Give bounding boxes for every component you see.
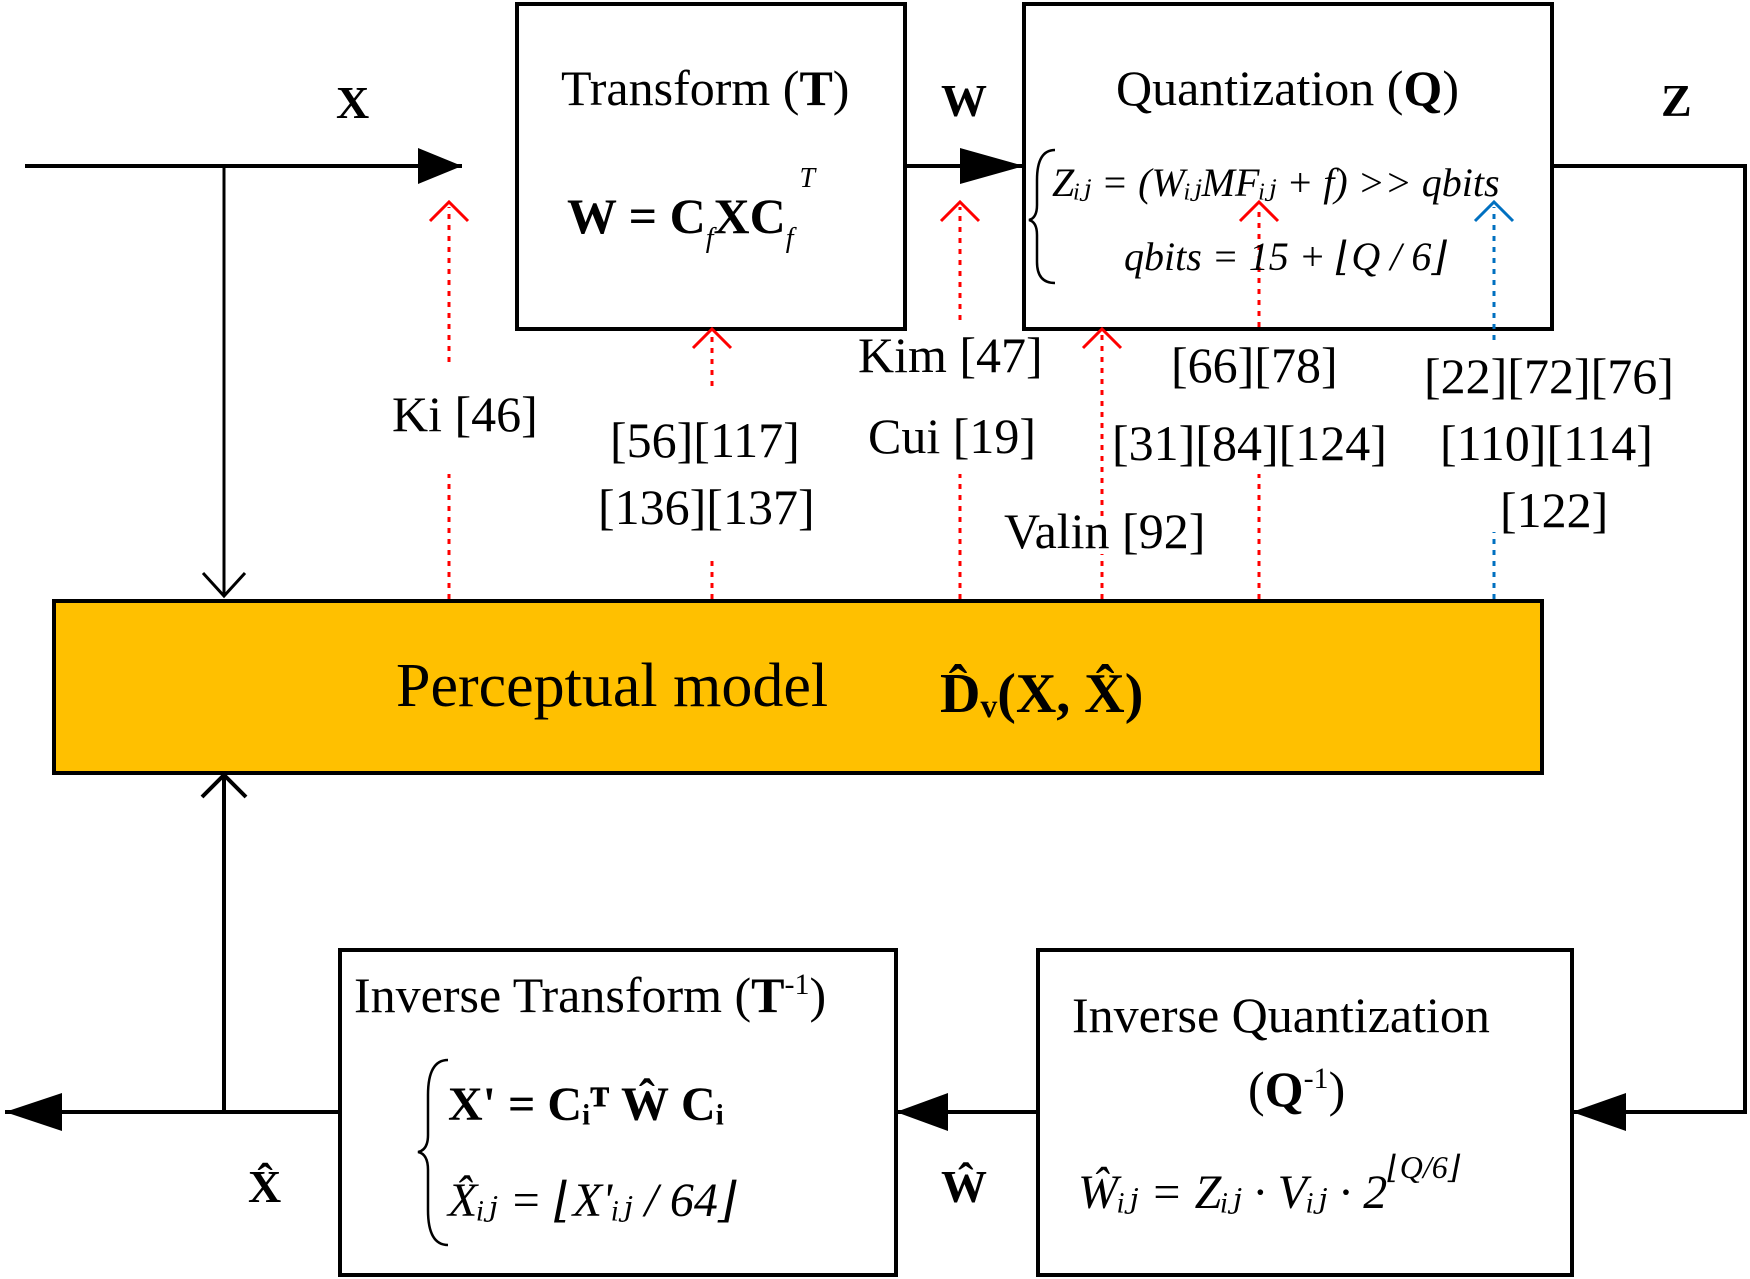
inverse-transform-equation-1: X' = Cᵢᵀ Ŵ Cᵢ bbox=[448, 1077, 724, 1131]
arrowhead-icon bbox=[939, 199, 981, 223]
inverse-quantization-equation: Ŵᵢⱼ = Zᵢⱼ · Vᵢⱼ · 2⌊Q/6⌋ bbox=[1078, 1149, 1461, 1219]
arrow-output bbox=[5, 1093, 62, 1131]
arrow-into-inverse-transform bbox=[896, 1093, 948, 1131]
signal-x-hat-label: X̂ bbox=[248, 1161, 281, 1212]
inverse-quantization-symbol: (Q-1) bbox=[1248, 1061, 1345, 1117]
ref-transform-1: [56][117] bbox=[610, 412, 800, 468]
transform-equation: W = CfXCfT bbox=[567, 163, 818, 254]
quantization-equation-1: Zᵢⱼ = (WᵢⱼMFᵢⱼ + f) >> qbits bbox=[1052, 160, 1500, 205]
arrowhead-icon bbox=[428, 199, 470, 223]
arrowhead-icon bbox=[691, 326, 733, 350]
open-arrow-into-perceptual-top bbox=[201, 571, 247, 599]
transform-title: Transform (T) bbox=[561, 60, 849, 116]
inverse-transform-brace bbox=[417, 1058, 449, 1247]
perceptual-model-label: Perceptual model bbox=[396, 652, 828, 720]
quantization-title: Quantization (Q) bbox=[1116, 60, 1459, 116]
ref-blue-1: [22][72][76] bbox=[1424, 348, 1674, 404]
quantization-block bbox=[1022, 2, 1554, 331]
arrowhead-icon bbox=[1081, 326, 1123, 350]
ref-quant-2: [31][84][124] bbox=[1112, 415, 1387, 471]
ref-cui: Cui [19] bbox=[868, 408, 1036, 464]
quantization-brace bbox=[1028, 148, 1056, 285]
inverse-transform-title: Inverse Transform (T-1) bbox=[354, 967, 826, 1023]
inverse-transform-block bbox=[338, 948, 898, 1277]
arrowhead-icon bbox=[1473, 199, 1515, 223]
quantization-equation-2: qbits = 15 + ⌊Q / 6⌋ bbox=[1124, 234, 1447, 279]
perceptual-model-formula: D̂ᵥ(X, X̂) bbox=[940, 663, 1143, 725]
arrow-into-quantization bbox=[960, 148, 1024, 184]
transform-block bbox=[515, 2, 907, 331]
ref-ki: Ki [46] bbox=[392, 386, 538, 442]
ref-valin: Valin [92] bbox=[1004, 503, 1205, 559]
z-line bbox=[1552, 164, 1747, 1114]
signal-x-label: X bbox=[336, 77, 369, 128]
arrow-into-inverse-quantization bbox=[1572, 1093, 1626, 1131]
inverse-quantization-block bbox=[1036, 948, 1574, 1277]
ref-transform-2: [136][137] bbox=[598, 479, 815, 535]
signal-w-label: W bbox=[941, 75, 987, 126]
ref-blue-2: [110][114] bbox=[1440, 415, 1653, 471]
signal-z-label: Z bbox=[1661, 75, 1692, 126]
perceptual-model-block bbox=[52, 599, 1544, 775]
blue-feedback-arrow bbox=[1473, 199, 1515, 599]
red-arrowheads bbox=[428, 199, 1280, 350]
ref-quant-1: [66][78] bbox=[1171, 337, 1338, 393]
inverse-quantization-title: Inverse Quantization bbox=[1072, 987, 1490, 1043]
signal-w-hat-label: Ŵ bbox=[941, 1161, 987, 1212]
inverse-transform-equation-2: X̂ᵢⱼ = ⌊X'ᵢⱼ / 64⌋ bbox=[446, 1173, 737, 1227]
red-feedback-arrows bbox=[447, 207, 1261, 599]
arrowhead-icon bbox=[1238, 199, 1280, 223]
ref-kim: Kim [47] bbox=[858, 327, 1043, 383]
arrow-into-transform bbox=[418, 148, 462, 184]
ref-blue-3: [122] bbox=[1500, 482, 1608, 538]
